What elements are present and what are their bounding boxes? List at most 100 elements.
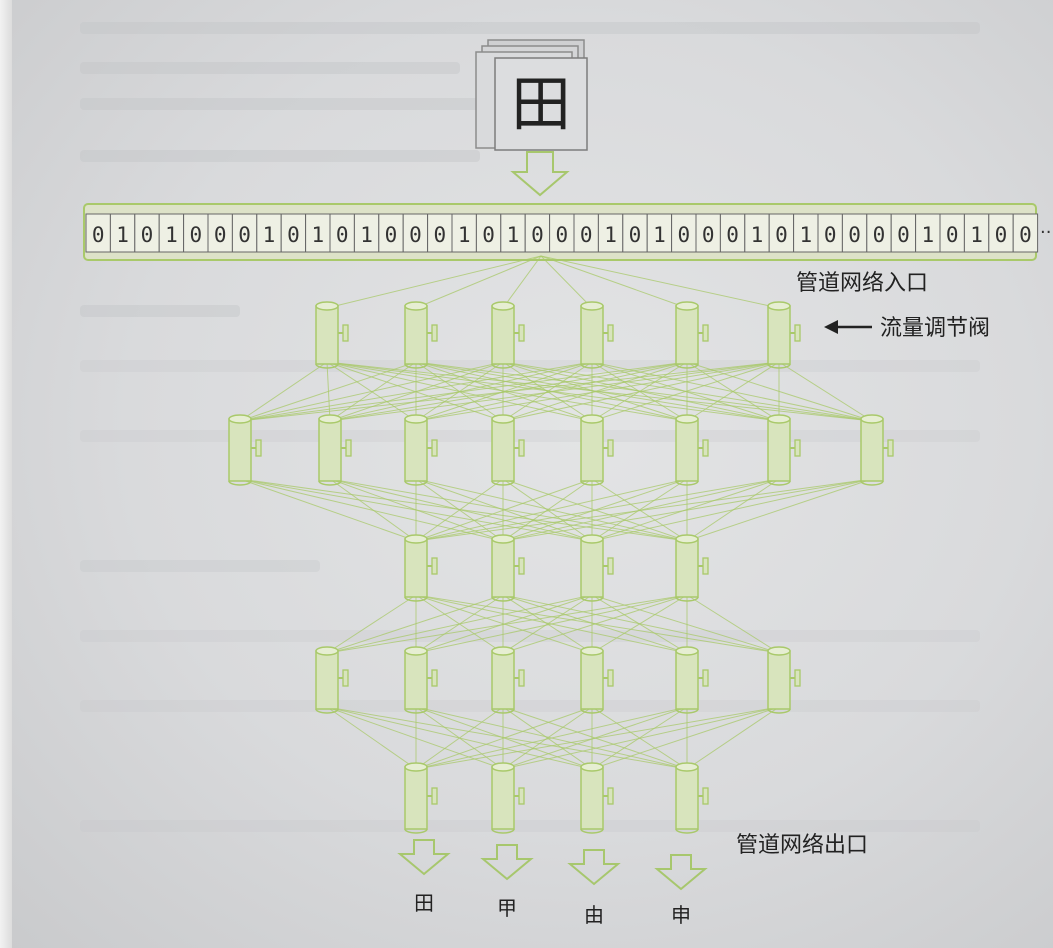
bit-value: 1	[263, 223, 276, 247]
bit-value: 0	[824, 223, 837, 247]
connection-line	[415, 478, 780, 542]
bit-cell	[85, 213, 111, 253]
bit-value: 0	[238, 223, 251, 247]
pipe-valve	[315, 646, 349, 714]
connection-line	[326, 594, 593, 654]
connection-line	[415, 706, 780, 770]
connection-line	[415, 361, 593, 422]
bit-value: 0	[287, 223, 300, 247]
bit-value: 1	[360, 223, 373, 247]
bit-cell	[402, 213, 429, 253]
connection-line	[415, 478, 593, 542]
bit-value: 0	[385, 223, 398, 247]
entrance-label: 管道网络入口	[796, 271, 928, 296]
input-glyph: 田	[511, 70, 571, 140]
bit-value: 0	[141, 223, 154, 247]
connection-line	[686, 706, 780, 770]
pipe-valve	[767, 414, 801, 486]
connection-line	[326, 594, 504, 654]
pipe-valve	[491, 301, 525, 369]
bit-cell	[378, 213, 404, 253]
bit-cell	[963, 213, 990, 253]
bit-value: 0	[702, 223, 715, 247]
connection-line	[239, 361, 593, 422]
connection-line	[326, 594, 688, 654]
pipe-valve	[675, 762, 709, 834]
connection-line	[239, 361, 688, 422]
output-arrow	[567, 849, 621, 886]
connection-line	[591, 361, 873, 422]
connection-line	[239, 478, 688, 542]
bit-value: 0	[482, 223, 495, 247]
connection-line	[239, 361, 328, 422]
connection-line	[502, 478, 873, 542]
bit-value: 0	[629, 223, 642, 247]
connection-line	[502, 594, 593, 654]
connection-line	[502, 706, 593, 770]
input-arrow	[510, 151, 570, 197]
bit-cell	[695, 213, 721, 253]
bit-value: 0	[92, 223, 105, 247]
connection-line	[415, 706, 593, 770]
bit-value: 1	[970, 223, 983, 247]
bit-value: 0	[409, 223, 422, 247]
exit-label: 管道网络出口	[736, 833, 868, 858]
pipe-valve	[491, 762, 525, 834]
bit-cell	[329, 213, 355, 253]
connection-line	[591, 361, 780, 422]
bit-cell	[841, 213, 868, 253]
connection-line	[502, 478, 593, 542]
connection-line	[540, 255, 593, 309]
connection-line	[415, 361, 780, 422]
bit-value: 1	[116, 223, 129, 247]
connection-line	[502, 255, 542, 309]
bit-value: 0	[189, 223, 202, 247]
bit-value: 1	[458, 223, 471, 247]
output-arrow	[480, 844, 534, 881]
pipe-valve	[404, 534, 438, 602]
connection-line	[502, 361, 780, 422]
connection-line	[415, 706, 504, 770]
pipe-valve	[404, 646, 438, 714]
connection-line	[415, 594, 780, 654]
bit-value: 1	[653, 223, 666, 247]
bit-cell	[353, 213, 380, 253]
bit-value: 1	[799, 223, 812, 247]
bit-cell	[134, 213, 160, 253]
pipe-valve	[580, 414, 614, 486]
bit-cell	[231, 213, 258, 253]
output-arrows	[397, 839, 708, 891]
bit-value: 1	[921, 223, 934, 247]
bit-ellipsis: ··	[1040, 222, 1051, 243]
pipe-valve	[580, 534, 614, 602]
connection-line	[415, 361, 873, 422]
bit-cell	[915, 213, 941, 253]
output-label-4: 申	[671, 903, 691, 927]
pipe-valve	[228, 414, 262, 486]
connection-line	[502, 706, 780, 770]
pipe-valve	[580, 301, 614, 369]
pipe-connections	[239, 255, 873, 770]
bit-value: 0	[531, 223, 544, 247]
connection-line	[239, 361, 504, 422]
output-label-2: 甲	[497, 896, 517, 920]
bit-cell	[524, 213, 551, 253]
connection-line	[686, 594, 780, 654]
bit-value: 0	[726, 223, 739, 247]
pipe-valve	[491, 646, 525, 714]
bit-cell	[817, 213, 843, 253]
bit-cell	[256, 213, 282, 253]
connection-line	[415, 478, 688, 542]
connection-line	[415, 706, 688, 770]
connection-line	[415, 255, 542, 309]
connection-line	[415, 594, 688, 654]
pipe-valve	[767, 646, 801, 714]
bit-cell	[573, 213, 599, 253]
pipe-valve	[491, 414, 525, 486]
bit-cell	[500, 213, 526, 253]
pipe-valve	[491, 534, 525, 602]
connection-line	[239, 361, 417, 422]
